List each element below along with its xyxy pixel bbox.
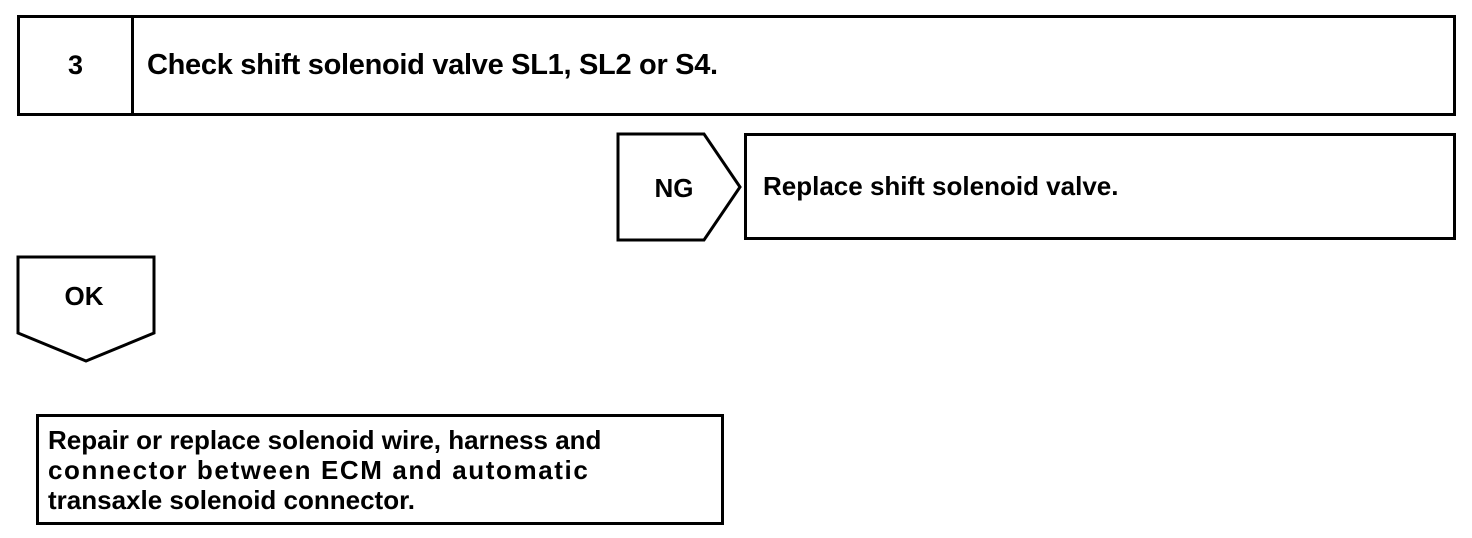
ng-arrow-shape	[616, 132, 742, 242]
ng-label: NG	[654, 172, 694, 203]
ng-result-text: Replace shift solenoid valve.	[763, 171, 1119, 201]
ng-result-box: Replace shift solenoid valve.	[744, 133, 1456, 240]
ok-label: OK	[64, 280, 104, 311]
ok-arrow-shape	[16, 255, 156, 363]
step-number: 3	[20, 18, 134, 113]
repair-text-line-2: connector between ECM and automatic	[48, 455, 590, 485]
step-box: 3 Check shift solenoid valve SL1, SL2 or…	[17, 15, 1456, 116]
step-title: Check shift solenoid valve SL1, SL2 or S…	[147, 49, 718, 81]
repair-text-line-1: Repair or replace solenoid wire, harness…	[48, 425, 602, 455]
repair-text-line-3: transaxle solenoid connector.	[48, 485, 415, 515]
repair-text: Repair or replace solenoid wire, harness…	[48, 425, 716, 515]
repair-box: Repair or replace solenoid wire, harness…	[36, 414, 724, 525]
